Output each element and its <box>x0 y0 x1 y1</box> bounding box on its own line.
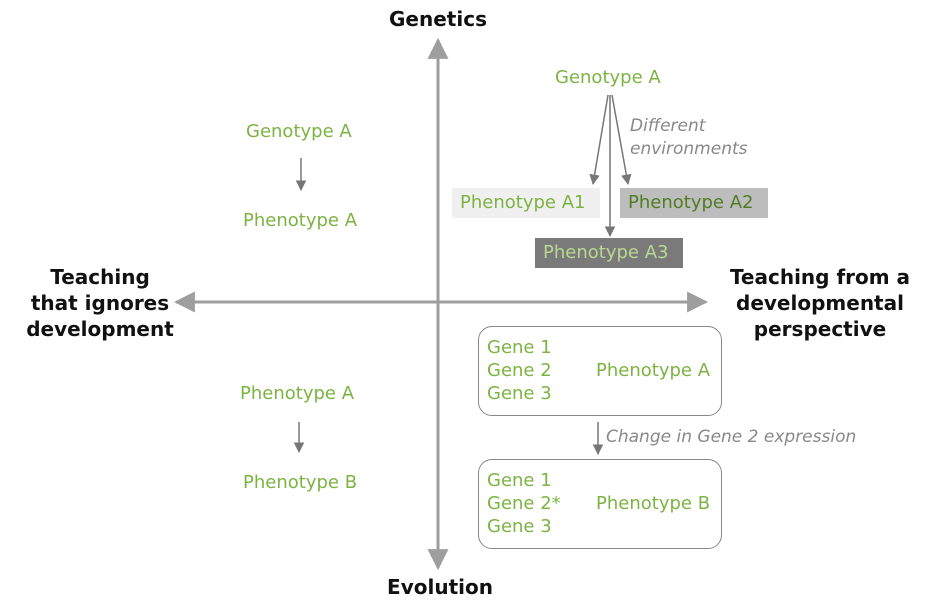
tr-note-line1: Different <box>630 116 706 136</box>
tr-phenotype-a2: Phenotype A2 <box>620 188 768 218</box>
box1-phenotype: Phenotype A <box>596 360 711 381</box>
tr-genotype: Genotype A <box>555 67 661 88</box>
box1-gene-2: Gene 2 <box>487 360 552 381</box>
axis-label-left-line1: Teaching <box>50 265 150 289</box>
gene-box-1 <box>478 326 722 416</box>
bl-phenotype-b: Phenotype B <box>243 472 358 493</box>
tl-genotype: Genotype A <box>246 121 352 142</box>
axis-label-right-line1: Teaching from a <box>729 265 911 289</box>
axis-label-right: Teaching from a developmental perspectiv… <box>710 264 930 342</box>
tr-phenotype-a3: Phenotype A3 <box>535 238 683 268</box>
box1-gene-3: Gene 3 <box>487 383 552 404</box>
box2-gene-3: Gene 3 <box>487 516 552 537</box>
box1-gene-1: Gene 1 <box>487 337 552 358</box>
axis-label-left-line2: that ignores <box>30 291 170 315</box>
box2-gene-2: Gene 2* <box>487 493 561 514</box>
axis-label-right-line3: perspective <box>753 317 887 341</box>
gene-box-2 <box>478 459 722 549</box>
tr-note-line2: environments <box>630 139 748 159</box>
bl-phenotype-a: Phenotype A <box>240 383 355 404</box>
tl-phenotype: Phenotype A <box>243 210 358 231</box>
axis-label-evolution: Evolution <box>387 575 493 599</box>
axis-label-left: Teaching that ignores development <box>10 264 190 342</box>
tr-phenotype-a1: Phenotype A1 <box>452 188 600 218</box>
box2-gene-1: Gene 1 <box>487 470 552 491</box>
change-label: Change in Gene 2 expression <box>606 427 857 447</box>
tr-arrow-a2 <box>611 94 632 186</box>
axis-label-right-line2: developmental <box>736 291 904 315</box>
box2-phenotype: Phenotype B <box>596 493 711 514</box>
tr-arrow-a1 <box>589 94 609 186</box>
tr-environments-note: Different environments <box>630 115 748 161</box>
axis-label-genetics: Genetics <box>389 7 487 31</box>
axis-label-left-line3: development <box>26 317 174 341</box>
